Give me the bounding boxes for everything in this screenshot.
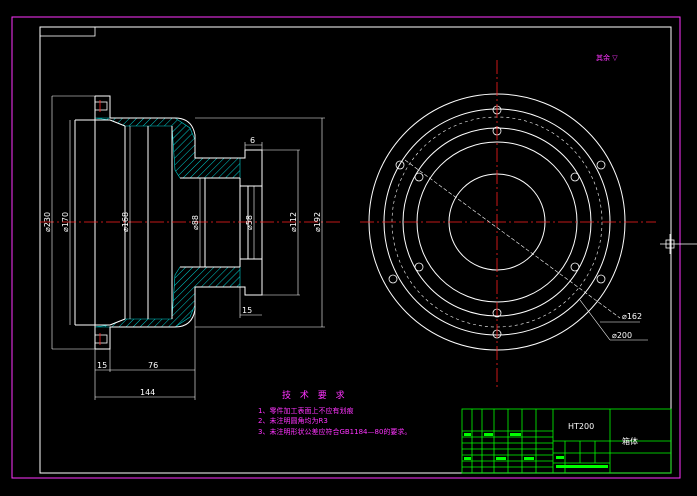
section-outline-bottom [95,267,263,350]
section-dimension-labels: ⌀230 ⌀170 ⌀168 ⌀88 ⌀58 ⌀112 ⌀192 6 15 15… [43,136,322,397]
dim-dia-192: ⌀192 [313,212,322,232]
dim-dia-170: ⌀170 [61,212,70,232]
end-view-centerlines [360,60,656,390]
dim-6: 6 [250,136,255,145]
section-hatch-top [94,117,241,179]
section-view [40,95,340,350]
title-block-material: HT200 [568,422,594,431]
title-block-fills [464,433,608,468]
section-hatch-bottom [94,266,241,328]
dim-15-left: 15 [97,361,107,370]
dim-76: 76 [148,361,158,370]
tech-requirements-title: 技 术 要 求 [282,389,348,401]
dim-144: 144 [140,388,155,397]
dim-dia-200: ⌀200 [612,331,632,340]
end-view-leaders [404,159,648,341]
section-outline-top [95,95,263,178]
dim-dia-58: ⌀58 [245,215,254,230]
dim-dia-168: ⌀168 [121,212,130,232]
roughness-note: 其余 ▽ [596,53,618,62]
drawing-frame [11,16,681,479]
tech-item-3: 3、未注明形状公差应符合GB1184—80的要求。 [258,427,411,436]
crosshair-cursor [660,234,697,254]
dim-15-right: 15 [242,306,252,315]
tech-item-2: 2、未注明圆角均为R3 [258,416,328,425]
tech-item-1: 1、零件加工表面上不应有划痕 [258,406,353,415]
bolt-hole-bottom [94,333,108,345]
title-block-part-name: 箱体 [622,436,638,446]
bolt-hole-top [94,100,108,112]
dim-dia-230: ⌀230 [43,212,52,232]
section-dimensions [51,95,325,400]
dim-dia-162: ⌀162 [622,312,642,321]
tech-requirements: 技 术 要 求 1、零件加工表面上不应有划痕 2、未注明圆角均为R3 3、未注明… [258,389,411,436]
title-block [461,408,672,474]
dim-dia-88: ⌀88 [191,215,200,230]
dim-dia-112: ⌀112 [289,212,298,232]
